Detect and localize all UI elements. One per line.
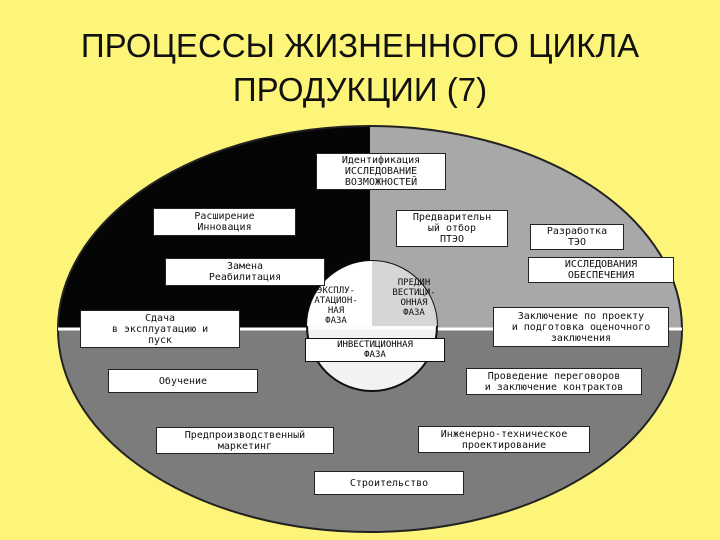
box-negotiations: Проведение переговоров и заключение конт…: [466, 368, 642, 395]
preinvestment-phase-label: ПРЕДИН ВЕСТИЦИ- ОННАЯ ФАЗА: [392, 278, 436, 318]
box-engineering-design: Инженерно-техническое проектирование: [418, 426, 590, 453]
box-teo-development: Разработка ТЭО: [530, 224, 624, 250]
box-construction: Строительство: [314, 471, 464, 495]
hub-left-half: [307, 261, 372, 326]
hub-right-half: [372, 261, 437, 326]
box-conclusion: Заключение по проекту и подготовка оцено…: [493, 307, 669, 347]
box-commissioning: Сдача в эксплуатацию и пуск: [80, 310, 240, 348]
box-expansion: Расширение Инновация: [153, 208, 296, 236]
box-training: Обучение: [108, 369, 258, 393]
page-title: ПРОЦЕССЫ ЖИЗНЕННОГО ЦИКЛА ПРОДУКЦИИ (7): [80, 27, 640, 108]
box-support-research: ИССЛЕДОВАНИЯ ОБЕСПЕЧЕНИЯ: [528, 257, 674, 283]
box-identification: Идентификация ИССЛЕДОВАНИЕ ВОЗМОЖНОСТЕЙ: [316, 153, 446, 190]
investment-phase-label: ИНВЕСТИЦИОННАЯ ФАЗА: [305, 338, 445, 362]
box-preproduction-marketing: Предпроизводственный маркетинг: [156, 427, 334, 454]
box-replacement: Замена Реабилитация: [165, 258, 325, 286]
operational-phase-label: ЭКСПЛУ- АТАЦИОН- НАЯ ФАЗА: [314, 286, 358, 326]
box-preliminary-selection: Предварительн ый отбор ПТЭО: [396, 210, 508, 247]
